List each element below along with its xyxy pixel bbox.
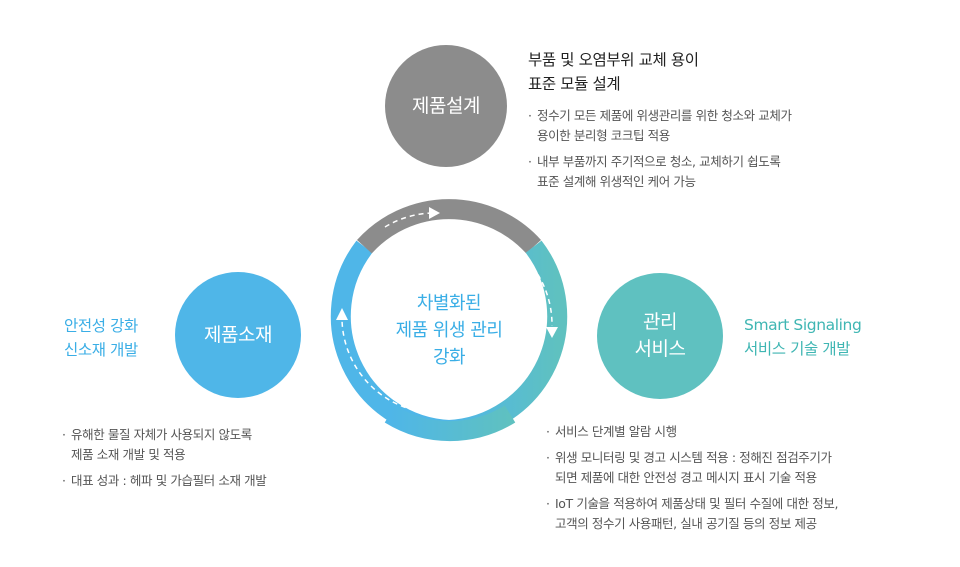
center-title-line1: 차별화된: [416, 293, 482, 314]
design-heading: 부품 및 오염부위 교체 용이 표준 모듈 설계: [528, 48, 868, 96]
bullet-text: 내부 부품까지 주기적으로 청소, 교체하기 쉽도록: [537, 154, 781, 169]
material-circle-label: 제품소재: [204, 323, 272, 346]
list-item: · IoT 기술을 적용하여 제품상태 및 필터 수질에 대한 정보, 고객의 정…: [546, 494, 906, 534]
bullet-text: 용이한 분리형 코크팁 적용: [537, 128, 670, 143]
ring-segment-design: [356, 199, 542, 254]
service-circle-label-line2: 서비스: [634, 338, 686, 360]
list-item: · 유해한 물질 자체가 사용되지 않도록 제품 소재 개발 및 적용: [62, 425, 342, 465]
bullet-text: 표준 설계해 위생적인 케어 가능: [537, 174, 696, 189]
service-side-label: Smart Signaling 서비스 기술 개발: [744, 313, 862, 361]
dashed-arrow-right: [526, 259, 553, 327]
bullet-text: 정수기 모든 제품에 위생관리를 위한 청소와 교체가: [537, 108, 792, 123]
list-item: · 위생 모니터링 및 경고 시스템 적용 : 정해진 점검주기가 되면 제품에 …: [546, 448, 906, 488]
service-side-line1: Smart Signaling: [744, 316, 862, 334]
list-item: · 대표 성과 : 헤파 및 가습필터 소재 개발: [62, 471, 342, 491]
design-circle: 제품설계: [385, 45, 507, 167]
bullet-text: 유해한 물질 자체가 사용되지 않도록: [71, 427, 252, 442]
design-bullet-list: · 정수기 모든 제품에 위생관리를 위한 청소와 교체가 용이한 분리형 코크팁…: [528, 106, 868, 192]
service-circle-label-line1: 관리: [643, 311, 677, 333]
service-circle: 관리 서비스: [597, 273, 723, 399]
list-item: · 서비스 단계별 알람 시행: [546, 422, 906, 442]
center-title-line2: 제품 위생 관리: [395, 320, 503, 341]
material-side-label: 안전성 강화 신소재 개발: [64, 314, 138, 362]
bullet-marker: ·: [546, 496, 550, 511]
design-circle-label: 제품설계: [412, 94, 480, 117]
bullet-text: 대표 성과 : 헤파 및 가습필터 소재 개발: [71, 473, 267, 488]
ring-segment-bottom-blend: [384, 405, 516, 441]
arrowhead-right: [546, 327, 558, 338]
design-heading-line1: 부품 및 오염부위 교체 용이: [528, 51, 699, 69]
bullet-text: 위생 모니터링 및 경고 시스템 적용 : 정해진 점검주기가: [555, 450, 832, 465]
bullet-text: 고객의 정수기 사용패턴, 실내 공기질 등의 정보 제공: [555, 516, 817, 531]
bullet-marker: ·: [62, 473, 66, 488]
center-title: 차별화된 제품 위생 관리 강화: [370, 290, 528, 371]
arrowhead-left: [336, 308, 348, 320]
bullet-text: 서비스 단계별 알람 시행: [555, 424, 677, 439]
bullet-text: 제품 소재 개발 및 적용: [71, 447, 186, 462]
bullet-marker: ·: [528, 108, 532, 123]
service-side-line2: 서비스 기술 개발: [744, 340, 851, 358]
bullet-marker: ·: [546, 424, 550, 439]
material-circle: 제품소재: [175, 272, 301, 398]
arrowhead-top: [429, 207, 440, 219]
bullet-marker: ·: [62, 427, 66, 442]
design-heading-line2: 표준 모듈 설계: [528, 75, 621, 93]
material-side-line2: 신소재 개발: [64, 341, 138, 359]
list-item: · 내부 부품까지 주기적으로 청소, 교체하기 쉽도록 표준 설계해 위생적인 …: [528, 152, 868, 192]
design-description: 부품 및 오염부위 교체 용이 표준 모듈 설계 · 정수기 모든 제품에 위생관…: [528, 48, 868, 192]
material-bullet-list: · 유해한 물질 자체가 사용되지 않도록 제품 소재 개발 및 적용 · 대표 성…: [62, 425, 342, 491]
bullet-marker: ·: [528, 154, 532, 169]
bullet-text: 되면 제품에 대한 안전성 경고 메시지 표시 기술 적용: [555, 470, 817, 485]
dashed-arrow-left: [341, 319, 424, 413]
service-bullet-list: · 서비스 단계별 알람 시행 · 위생 모니터링 및 경고 시스템 적용 : 정해…: [546, 422, 906, 534]
bullet-marker: ·: [546, 450, 550, 465]
bullet-text: IoT 기술을 적용하여 제품상태 및 필터 수질에 대한 정보,: [555, 496, 839, 511]
list-item: · 정수기 모든 제품에 위생관리를 위한 청소와 교체가 용이한 분리형 코크팁…: [528, 106, 868, 146]
material-side-line1: 안전성 강화: [64, 317, 138, 335]
center-title-line3: 강화: [432, 347, 466, 368]
